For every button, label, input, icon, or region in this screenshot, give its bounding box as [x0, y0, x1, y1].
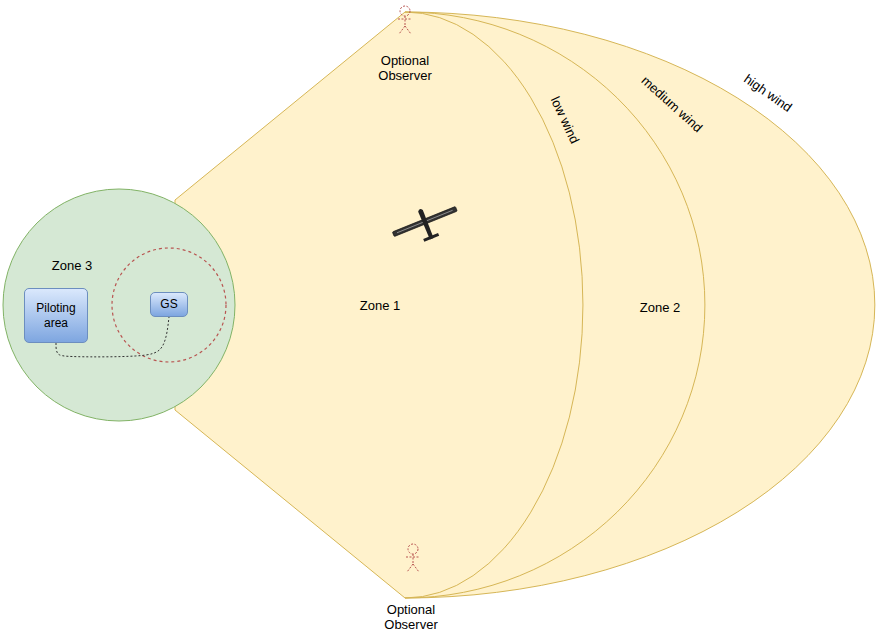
zone-circle-outline — [3, 189, 235, 421]
box-label: Piloting area — [29, 301, 83, 331]
observer-label: Optional Observer — [375, 602, 447, 632]
ground-station-box: GS — [150, 292, 188, 317]
wind-boundary — [405, 12, 705, 598]
zone-label: Zone 2 — [640, 300, 680, 315]
observer-label: Optional Observer — [369, 53, 441, 83]
zone-label: Zone 3 — [52, 258, 92, 273]
box-label: GS — [160, 297, 177, 312]
piloting-box: Piloting area — [24, 288, 88, 343]
wind-boundary — [405, 12, 583, 598]
zone-label: Zone 1 — [360, 298, 400, 313]
zone-circle: Piloting area GS Zone 3 — [2, 188, 236, 422]
high-wind-boundary — [175, 12, 875, 598]
